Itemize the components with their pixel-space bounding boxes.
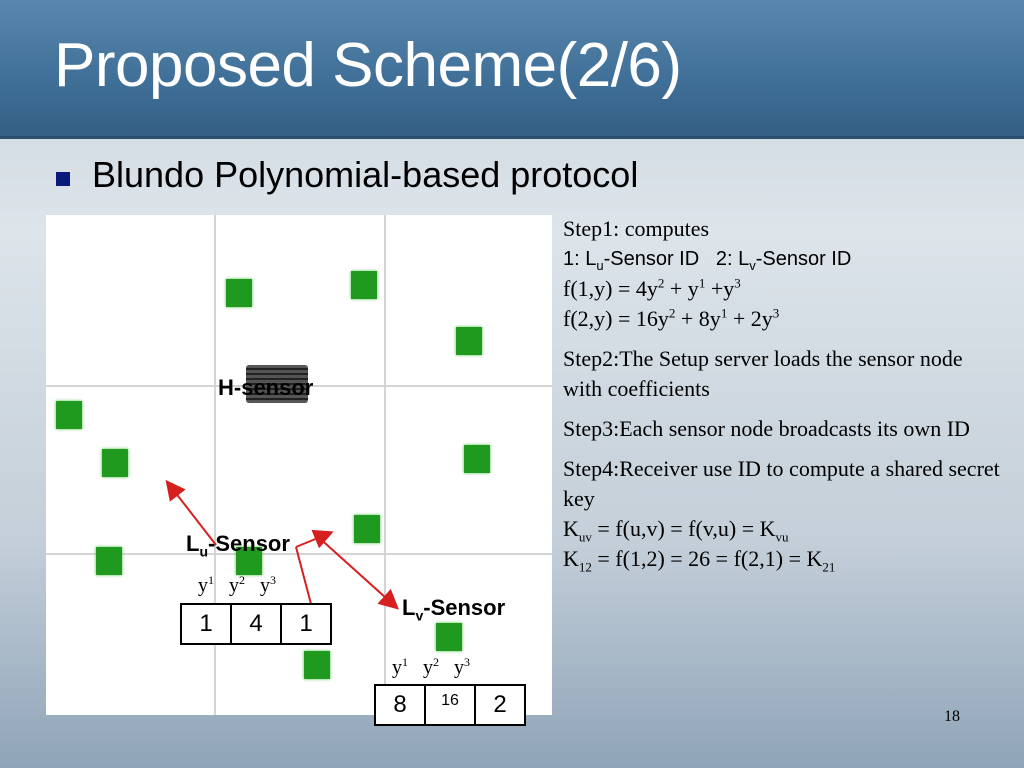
- grid-line: [46, 553, 552, 555]
- sensor-node: [464, 445, 490, 473]
- sensor-node: [96, 547, 122, 575]
- step1-ids: 1: Lu-Sensor ID 2: Lv-Sensor ID: [563, 244, 1003, 274]
- h-sensor-label: H-sensor: [218, 375, 314, 400]
- eq-sup: 3: [772, 305, 780, 321]
- lv-coefficient-table: 8 16 2: [374, 684, 526, 726]
- lu-coeff-cell: 1: [182, 605, 232, 643]
- sensor-network-figure: H-sensor Lu-Sensor y1 y2 y3 1 4 1 Lv-Sen…: [46, 215, 552, 715]
- sensor-node: [304, 651, 330, 679]
- exp-sup: 1: [208, 573, 214, 587]
- f1-equation: f(1,y) = 4y2 + y1 +y3: [563, 274, 1003, 304]
- eq-part: = f(1,2) = 26 = f(2,1) = K: [591, 546, 823, 571]
- exp-label: y: [229, 574, 239, 597]
- sensor-node: [351, 271, 377, 299]
- exp-sup: 3: [464, 655, 470, 669]
- exp-label: y: [260, 574, 270, 597]
- step3-text: Step3:Each sensor node broadcasts its ow…: [563, 416, 970, 441]
- arrow-lu-right: [295, 529, 334, 549]
- sensor-node: [236, 547, 262, 575]
- eq-sup: 2: [668, 305, 676, 321]
- kuv-equation: Kuv = f(u,v) = f(v,u) = Kvu: [563, 514, 1003, 544]
- sensor-node: [102, 449, 128, 477]
- eq-part: f(1,y) = 4y: [563, 276, 658, 301]
- f2-equation: f(2,y) = 16y2 + 8y1 + 2y3: [563, 304, 1003, 334]
- slide-title: Proposed Scheme(2/6): [54, 31, 682, 100]
- sensor-node: [354, 515, 380, 543]
- h-sensor-icon: [246, 365, 308, 403]
- step1-id-part: -Sensor ID 2: L: [603, 248, 750, 270]
- sensor-node: [226, 279, 252, 307]
- eq-sup: 2: [657, 275, 665, 291]
- eq-sup: 3: [734, 275, 741, 291]
- exp-label: y: [423, 656, 433, 679]
- grid-line: [214, 215, 216, 715]
- lu-coeff-cell: 4: [232, 605, 282, 643]
- step2-text: Step2:The Setup server loads the sensor …: [563, 346, 963, 401]
- eq-part: K: [563, 546, 579, 571]
- eq-part: K: [563, 516, 579, 541]
- eq-part: +y: [705, 276, 735, 301]
- eq-part: + 2y: [727, 306, 773, 331]
- step1-id-part: 1: L: [563, 248, 597, 270]
- step1-id-sub: v: [749, 258, 756, 273]
- lv-coeff-cell: 16: [426, 686, 476, 724]
- eq-part: + 8y: [675, 306, 721, 331]
- eq-sub: uv: [578, 529, 592, 545]
- eq-sub: 12: [578, 559, 592, 575]
- k12-equation: K12 = f(1,2) = 26 = f(2,1) = K21: [563, 544, 1003, 574]
- exp-label: y: [198, 574, 208, 597]
- title-bar: Proposed Scheme(2/6): [0, 0, 1024, 139]
- grid-line: [384, 215, 386, 715]
- lu-coefficient-table: 1 4 1: [180, 603, 332, 645]
- exp-sup: 3: [270, 573, 276, 587]
- eq-sub: vu: [775, 529, 789, 545]
- lu-exponent-labels: y1 y2 y3: [198, 573, 276, 598]
- lv-coeff-cell: 8: [376, 686, 426, 724]
- lv-label-main: L: [402, 595, 416, 620]
- eq-sub: 21: [822, 559, 836, 575]
- lv-coeff-cell: 2: [493, 691, 507, 718]
- sensor-node: [456, 327, 482, 355]
- exp-sup: 2: [239, 573, 245, 587]
- eq-sup: 1: [698, 275, 706, 291]
- arrow-lu-to-node: [165, 479, 217, 546]
- eq-part: + y: [664, 276, 699, 301]
- lv-label-rest: -Sensor: [423, 595, 506, 620]
- sensor-node: [436, 623, 462, 651]
- step1-title: Step1: computes: [563, 216, 710, 241]
- eq-part: f(2,y) = 16y: [563, 306, 669, 331]
- exp-sup: 1: [402, 655, 408, 669]
- lv-label-sub: v: [415, 607, 424, 624]
- lu-label-rest: -Sensor: [208, 531, 290, 556]
- lv-sensor-label: Lv-Sensor: [402, 595, 505, 623]
- bullet-text: Blundo Polynomial-based protocol: [92, 154, 639, 195]
- step1-id-sub: u: [596, 258, 604, 273]
- steps-text: Step1: computes 1: Lu-Sensor ID 2: Lv-Se…: [563, 214, 1003, 574]
- exp-label: y: [454, 656, 464, 679]
- page-number: 18: [944, 708, 960, 725]
- eq-sup: 1: [720, 305, 728, 321]
- lu-label-main: L: [186, 531, 200, 556]
- bullet-square-icon: [56, 172, 70, 186]
- arrow-to-lv: [315, 534, 399, 610]
- lu-coeff-cell: 1: [299, 610, 313, 637]
- lv-exponent-labels: y1 y2 y3: [392, 655, 470, 680]
- sensor-node: [56, 401, 82, 429]
- exp-sup: 2: [433, 655, 439, 669]
- exp-label: y: [392, 656, 402, 679]
- eq-part: = f(u,v) = f(v,u) = K: [591, 516, 776, 541]
- lu-label-sub: u: [199, 543, 209, 560]
- step4-text: Step4:Receiver use ID to compute a share…: [563, 456, 1000, 511]
- step1-id-part: -Sensor ID: [755, 248, 852, 270]
- lu-sensor-label: Lu-Sensor: [186, 531, 290, 559]
